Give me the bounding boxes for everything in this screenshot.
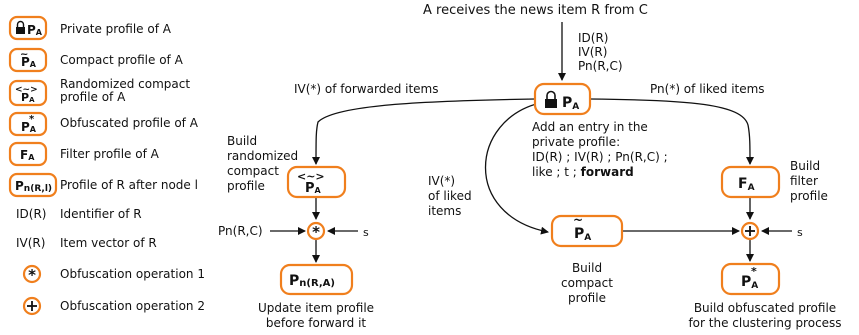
edge-label-forwarded: IV(*) of forwarded items <box>294 82 439 96</box>
svg-text:profile: profile <box>790 189 828 203</box>
svg-text:like ; t ; forward: like ; t ; forward <box>532 165 634 179</box>
svg-text:*: * <box>751 265 757 278</box>
build-randomized-note: Build randomized compact profile <box>227 134 298 193</box>
legend-symbol: ID(R) <box>16 207 46 221</box>
legend-label: Obfuscated profile of A <box>60 116 199 130</box>
field-iv: IV(R) <box>578 45 607 59</box>
svg-text:profile: profile <box>227 179 265 193</box>
legend-private-profile: PA Private profile of A <box>8 15 172 41</box>
svg-text:private profile:: private profile: <box>532 135 620 149</box>
build-obfuscated-note: Build obfuscated profile for the cluster… <box>688 301 841 330</box>
svg-text:profile: profile <box>568 291 606 305</box>
legend-filter-profile: FA Filter profile of A <box>8 141 160 167</box>
edge-label-iv-liked: IV(*) of liked items <box>428 174 472 218</box>
legend-randomized-profile: <~> PA Randomized compact profile of A <box>8 77 190 107</box>
legend-compact-profile: PA ~ Compact profile of A <box>8 47 184 73</box>
legend-obfuscation-op2: Obfuscation operation 2 <box>22 296 205 316</box>
node-private-profile: PA <box>533 82 592 116</box>
svg-text:Build: Build <box>227 134 257 148</box>
legend-label-line2: profile of A <box>60 90 126 104</box>
op-obfuscation-1: * <box>306 221 326 241</box>
svg-text:Update item profile: Update item profile <box>258 301 374 315</box>
svg-text:Build: Build <box>790 159 820 173</box>
legend-label: Obfuscation operation 2 <box>60 299 205 313</box>
input-s-left: s <box>363 226 369 239</box>
node-obfuscated-profile: PA * <box>720 262 781 296</box>
node-compact-profile: ~ PA <box>550 213 624 248</box>
input-pn-label: Pn(R,C) <box>218 224 263 238</box>
asterisk-icon: * <box>312 223 320 241</box>
top-label: A receives the news item R from C <box>423 3 648 18</box>
svg-text:of liked: of liked <box>428 189 472 203</box>
svg-text:compact: compact <box>561 276 613 290</box>
field-pn: Pn(R,C) <box>578 59 623 73</box>
legend-identifier: ID(R) Identifier of R <box>16 207 142 221</box>
svg-text:Build: Build <box>572 261 602 275</box>
svg-text:Build obfuscated profile: Build obfuscated profile <box>694 301 836 315</box>
legend-label: Item vector of R <box>60 236 157 250</box>
svg-text:~: ~ <box>20 49 28 60</box>
svg-text:<~>: <~> <box>15 85 38 95</box>
svg-text:for the clustering process: for the clustering process <box>688 316 841 330</box>
node-filter-profile: FA <box>720 165 781 199</box>
legend-label: Compact profile of A <box>60 53 184 67</box>
legend: PA Private profile of A PA ~ Compact pro… <box>8 15 205 316</box>
op-obfuscation-2 <box>740 221 760 241</box>
incoming-fields: ID(R) IV(R) Pn(R,C) <box>578 31 623 73</box>
legend-label: Identifier of R <box>60 207 142 221</box>
node-randomized-compact-profile: <~> PA <box>286 165 347 199</box>
svg-text:compact: compact <box>227 164 279 178</box>
build-compact-note: Build compact profile <box>561 261 613 305</box>
svg-text:*: * <box>29 114 35 125</box>
edge-label-liked: Pn(*) of liked items <box>650 82 765 96</box>
update-item-note: Update item profile before forward it <box>258 301 374 330</box>
private-entry-note: Add an entry in the private profile: ID(… <box>532 120 668 179</box>
legend-item-vector: IV(R) Item vector of R <box>16 236 157 250</box>
svg-text:before forward it: before forward it <box>266 316 367 330</box>
legend-obfuscated-profile: PA * Obfuscated profile of A <box>8 111 199 137</box>
legend-label: Obfuscation operation 1 <box>60 267 205 281</box>
svg-text:Add an entry in the: Add an entry in the <box>532 120 648 134</box>
svg-text:~: ~ <box>573 213 583 227</box>
field-id: ID(R) <box>578 31 608 45</box>
svg-text:filter: filter <box>790 174 818 188</box>
legend-label: Profile of R after node l <box>60 178 198 192</box>
edges <box>270 22 792 263</box>
legend-item-profile: Pn(R,l) Profile of R after node l <box>8 172 198 198</box>
input-s-right: s <box>797 226 803 239</box>
asterisk-icon: * <box>28 266 36 284</box>
svg-text:<~>: <~> <box>297 170 325 183</box>
svg-text:IV(*): IV(*) <box>428 174 455 188</box>
legend-symbol: IV(R) <box>16 236 45 250</box>
legend-label: Private profile of A <box>60 22 172 36</box>
legend-label: Filter profile of A <box>60 147 160 161</box>
lock-icon <box>16 20 25 34</box>
node-item-profile-out: Pn(R,A) <box>279 263 354 296</box>
build-filter-note: Build filter profile <box>790 159 828 203</box>
svg-text:ID(R) ; IV(R) ; Pn(R,C) ;: ID(R) ; IV(R) ; Pn(R,C) ; <box>532 150 668 164</box>
svg-text:randomized: randomized <box>227 149 298 163</box>
lock-icon <box>545 90 557 108</box>
svg-text:items: items <box>428 204 461 218</box>
legend-label-line1: Randomized compact <box>60 77 190 91</box>
legend-obfuscation-op1: * Obfuscation operation 1 <box>22 264 205 284</box>
